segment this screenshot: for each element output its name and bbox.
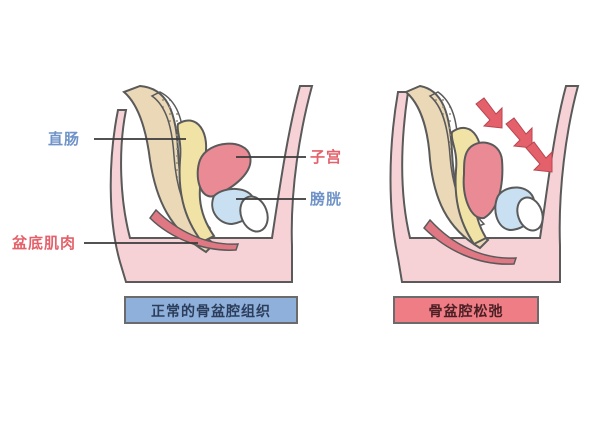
- down-right-arrow-icon: [505, 117, 533, 149]
- bladder-label: 膀胱: [310, 190, 343, 208]
- rectum-label: 直肠: [48, 130, 81, 148]
- down-right-arrow-icon: [475, 97, 503, 129]
- down-right-arrow-icon: [525, 141, 553, 173]
- uterus-label: 子宫: [310, 148, 343, 166]
- normal-pelvis-figure: [84, 84, 314, 283]
- relaxed-pelvis-figure: [389, 84, 580, 283]
- pelvic-floor-label: 盆底肌肉: [12, 234, 77, 252]
- normal-pubic-bone: [239, 195, 269, 233]
- relaxed-pelvis-caption: 骨盆腔松弛: [393, 296, 539, 324]
- normal-rectum: [176, 119, 216, 244]
- normal-uterus: [196, 142, 252, 198]
- relaxed-uterus: [462, 141, 504, 220]
- relaxed-pelvic-floor: [423, 218, 518, 265]
- normal-pelvis-caption: 正常的骨盆腔组织: [124, 296, 298, 324]
- relaxed-pubic-bone: [516, 196, 544, 232]
